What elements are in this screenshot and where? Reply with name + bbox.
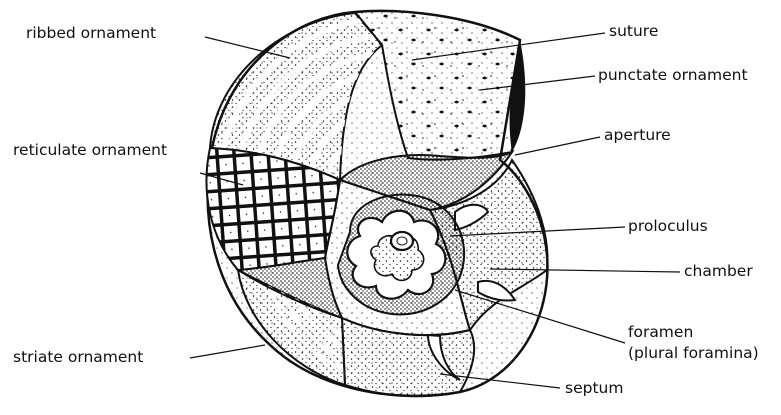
label-chamber: chamber	[684, 262, 753, 281]
label-foramen-plural: (plural foramina)	[628, 344, 759, 363]
leader-striate	[190, 345, 265, 358]
label-proloculus: proloculus	[628, 217, 708, 236]
label-striate-ornament: striate ornament	[13, 348, 143, 367]
leader-aperture	[515, 137, 600, 155]
label-ribbed-ornament: ribbed ornament	[26, 24, 156, 43]
label-foramen: foramen	[628, 323, 693, 342]
label-reticulate-ornament: reticulate ornament	[13, 141, 167, 160]
label-punctate-ornament: punctate ornament	[598, 66, 748, 85]
label-aperture: aperture	[604, 126, 671, 145]
label-suture: suture	[609, 22, 658, 41]
label-septum: septum	[565, 379, 623, 398]
proloculus	[391, 232, 413, 250]
